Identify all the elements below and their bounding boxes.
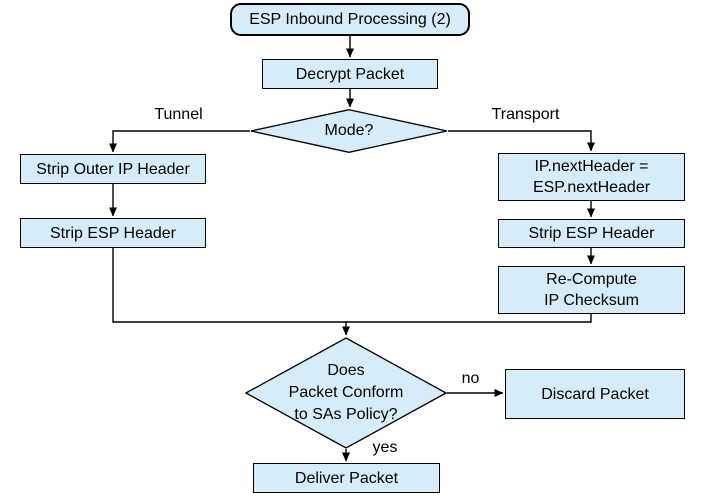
edge-label-yes: yes — [372, 439, 398, 456]
node-strip-outer-ip-header-label: Strip Outer IP Header — [36, 160, 190, 178]
diamond-shape — [250, 109, 448, 153]
edge-transport-merge — [345, 313, 592, 323]
node-decrypt-packet: Decrypt Packet — [262, 59, 438, 89]
node-recompute-ip-checksum: Re-Compute IP Checksum — [498, 266, 685, 314]
node-strip-esp-header-transport: Strip ESP Header — [498, 219, 685, 248]
edge-tunnel-merge — [112, 247, 347, 323]
node-start-terminator: ESP Inbound Processing (2) — [230, 3, 470, 36]
node-mode-label: Mode? — [324, 122, 374, 139]
node-start-label: ESP Inbound Processing (2) — [249, 11, 451, 28]
edge-mode-tunnel-branch — [109, 130, 250, 153]
node-ip-next-header-label: IP.nextHeader = ESP.nextHeader — [532, 158, 651, 196]
node-decrypt-packet-label: Decrypt Packet — [295, 65, 405, 83]
edge-label-tunnel: Tunnel — [154, 106, 203, 123]
node-strip-esp-header-transport-label: Strip ESP Header — [528, 225, 655, 242]
diamond-polygon — [245, 337, 447, 449]
edge-label-transport: Transport — [491, 106, 560, 123]
node-discard-packet: Discard Packet — [505, 369, 685, 419]
node-discard-packet-label: Discard Packet — [541, 385, 649, 403]
diamond-polygon — [250, 109, 448, 153]
edge-label-no: no — [461, 370, 480, 387]
node-mode-decision: Mode? — [250, 109, 448, 153]
edge-mode-transport-branch — [448, 130, 595, 152]
node-deliver-packet: Deliver Packet — [253, 463, 440, 493]
node-policy-label: Does Packet Conform to SAs Policy? — [288, 362, 404, 423]
node-recompute-ip-checksum-label: Re-Compute IP Checksum — [544, 271, 639, 309]
node-strip-esp-header-tunnel-label: Strip ESP Header — [50, 224, 176, 242]
node-policy-decision: Does Packet Conform to SAs Policy? — [245, 337, 447, 449]
node-strip-outer-ip-header: Strip Outer IP Header — [20, 154, 206, 184]
node-strip-esp-header-tunnel: Strip ESP Header — [20, 218, 206, 248]
diamond-shape — [245, 337, 447, 449]
node-ip-next-header: IP.nextHeader = ESP.nextHeader — [498, 153, 685, 201]
node-deliver-packet-label: Deliver Packet — [294, 469, 399, 487]
